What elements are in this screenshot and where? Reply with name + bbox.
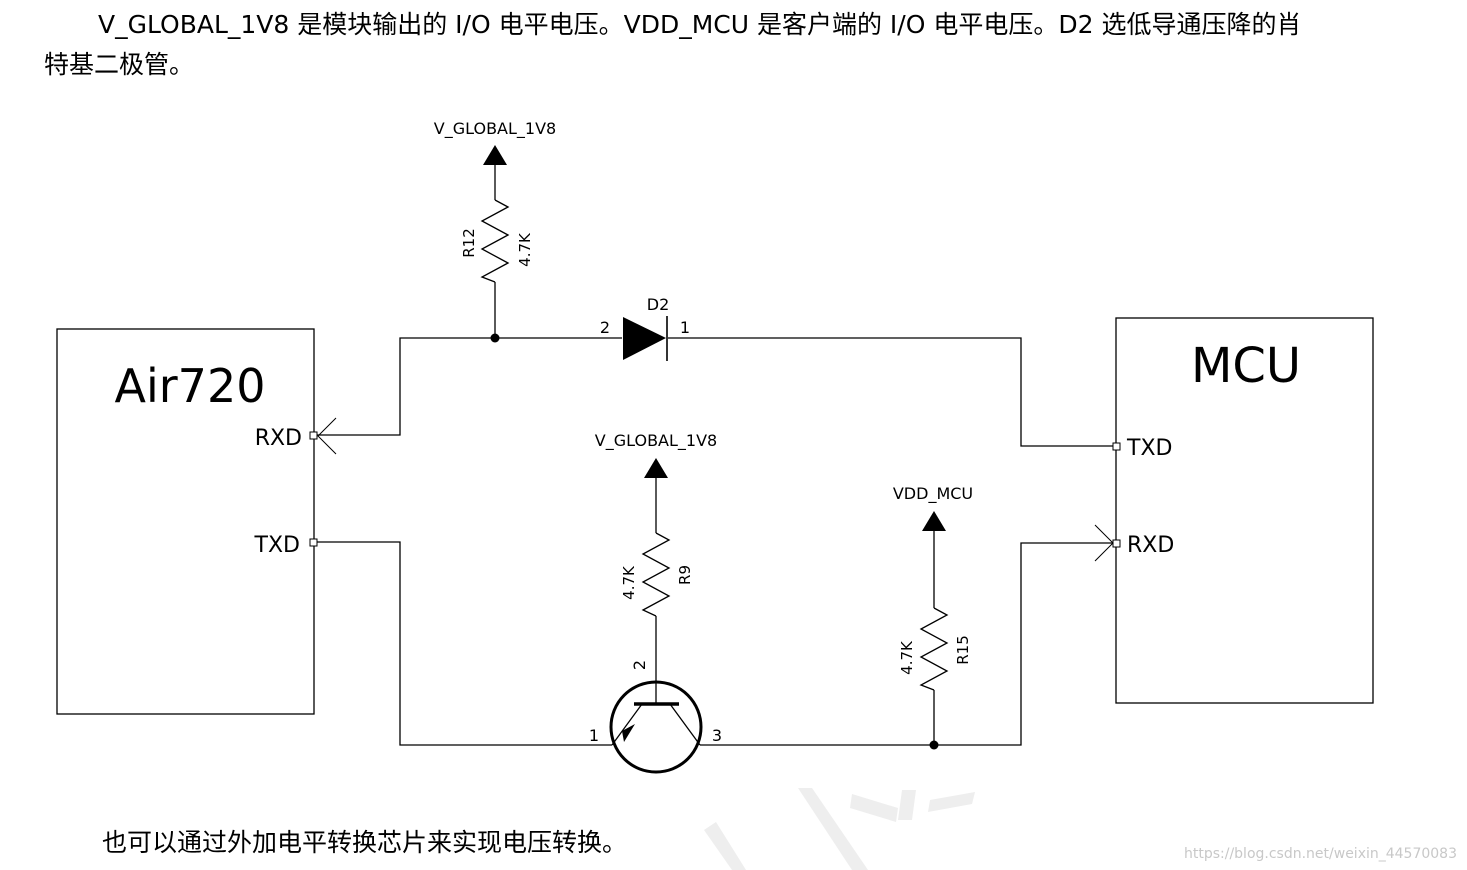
power-arrow-mid <box>644 458 668 478</box>
background-watermark-shape <box>704 788 975 870</box>
intro-line-2: 特基二极管。 <box>44 50 195 79</box>
air720-rxd-pin-marker <box>309 431 318 440</box>
intro-line-1: V_GLOBAL_1V8 是模块输出的 I/O 电平电压。VDD_MCU 是客户… <box>98 10 1302 39</box>
transistor-emitter-arrow <box>622 724 635 742</box>
d2-pin-cathode-label: 1 <box>680 318 690 337</box>
air720-txd-pin-marker <box>309 538 318 547</box>
power-arrow-mcu <box>922 511 946 531</box>
transistor-pin-collector-label: 3 <box>712 726 722 745</box>
transistor-q <box>609 680 703 774</box>
r12-ref-label: R12 <box>460 228 478 258</box>
transistor-pin-emitter-label: 1 <box>589 726 599 745</box>
mcu-txd-pin-marker <box>1112 442 1121 451</box>
d2-ref-label: D2 <box>647 295 670 314</box>
d2-pin-anode-label: 2 <box>600 318 610 337</box>
resistor-r15 <box>919 607 949 691</box>
wires <box>317 165 1113 746</box>
resistor-r9 <box>641 532 671 617</box>
power-label-mcu: VDD_MCU <box>893 484 973 504</box>
air720-title: Air720 <box>115 359 266 413</box>
air720-block <box>56 328 315 715</box>
mcu-block <box>1115 317 1374 704</box>
air720-rxd-input-arrow <box>317 417 337 455</box>
r9-value-label: 4.7K <box>620 565 638 600</box>
transistor-pin-base-label: 2 <box>630 660 649 670</box>
mcu-pin-txd: TXD <box>1126 436 1172 461</box>
air720-pin-txd: TXD <box>254 533 300 558</box>
power-label-top: V_GLOBAL_1V8 <box>434 119 556 139</box>
r9-ref-label: R9 <box>676 565 694 585</box>
mcu-rxd-pin-marker <box>1112 539 1121 548</box>
junction-dot <box>929 740 939 750</box>
power-label-mid: V_GLOBAL_1V8 <box>595 431 717 451</box>
r12-value-label: 4.7K <box>516 232 534 267</box>
diode-d2 <box>623 317 666 360</box>
air720-pin-rxd: RXD <box>255 426 302 451</box>
mcu-title: MCU <box>1191 338 1301 394</box>
r15-ref-label: R15 <box>954 635 972 665</box>
power-arrow-top <box>483 145 507 165</box>
junction-dot <box>490 333 500 343</box>
watermark-url: https://blog.csdn.net/weixin_44570083 <box>1183 846 1457 862</box>
r15-value-label: 4.7K <box>898 640 916 675</box>
mcu-pin-rxd: RXD <box>1127 533 1174 558</box>
resistor-r12 <box>480 199 510 283</box>
footer-text: 也可以通过外加电平转换芯片来实现电压转换。 <box>102 828 628 857</box>
